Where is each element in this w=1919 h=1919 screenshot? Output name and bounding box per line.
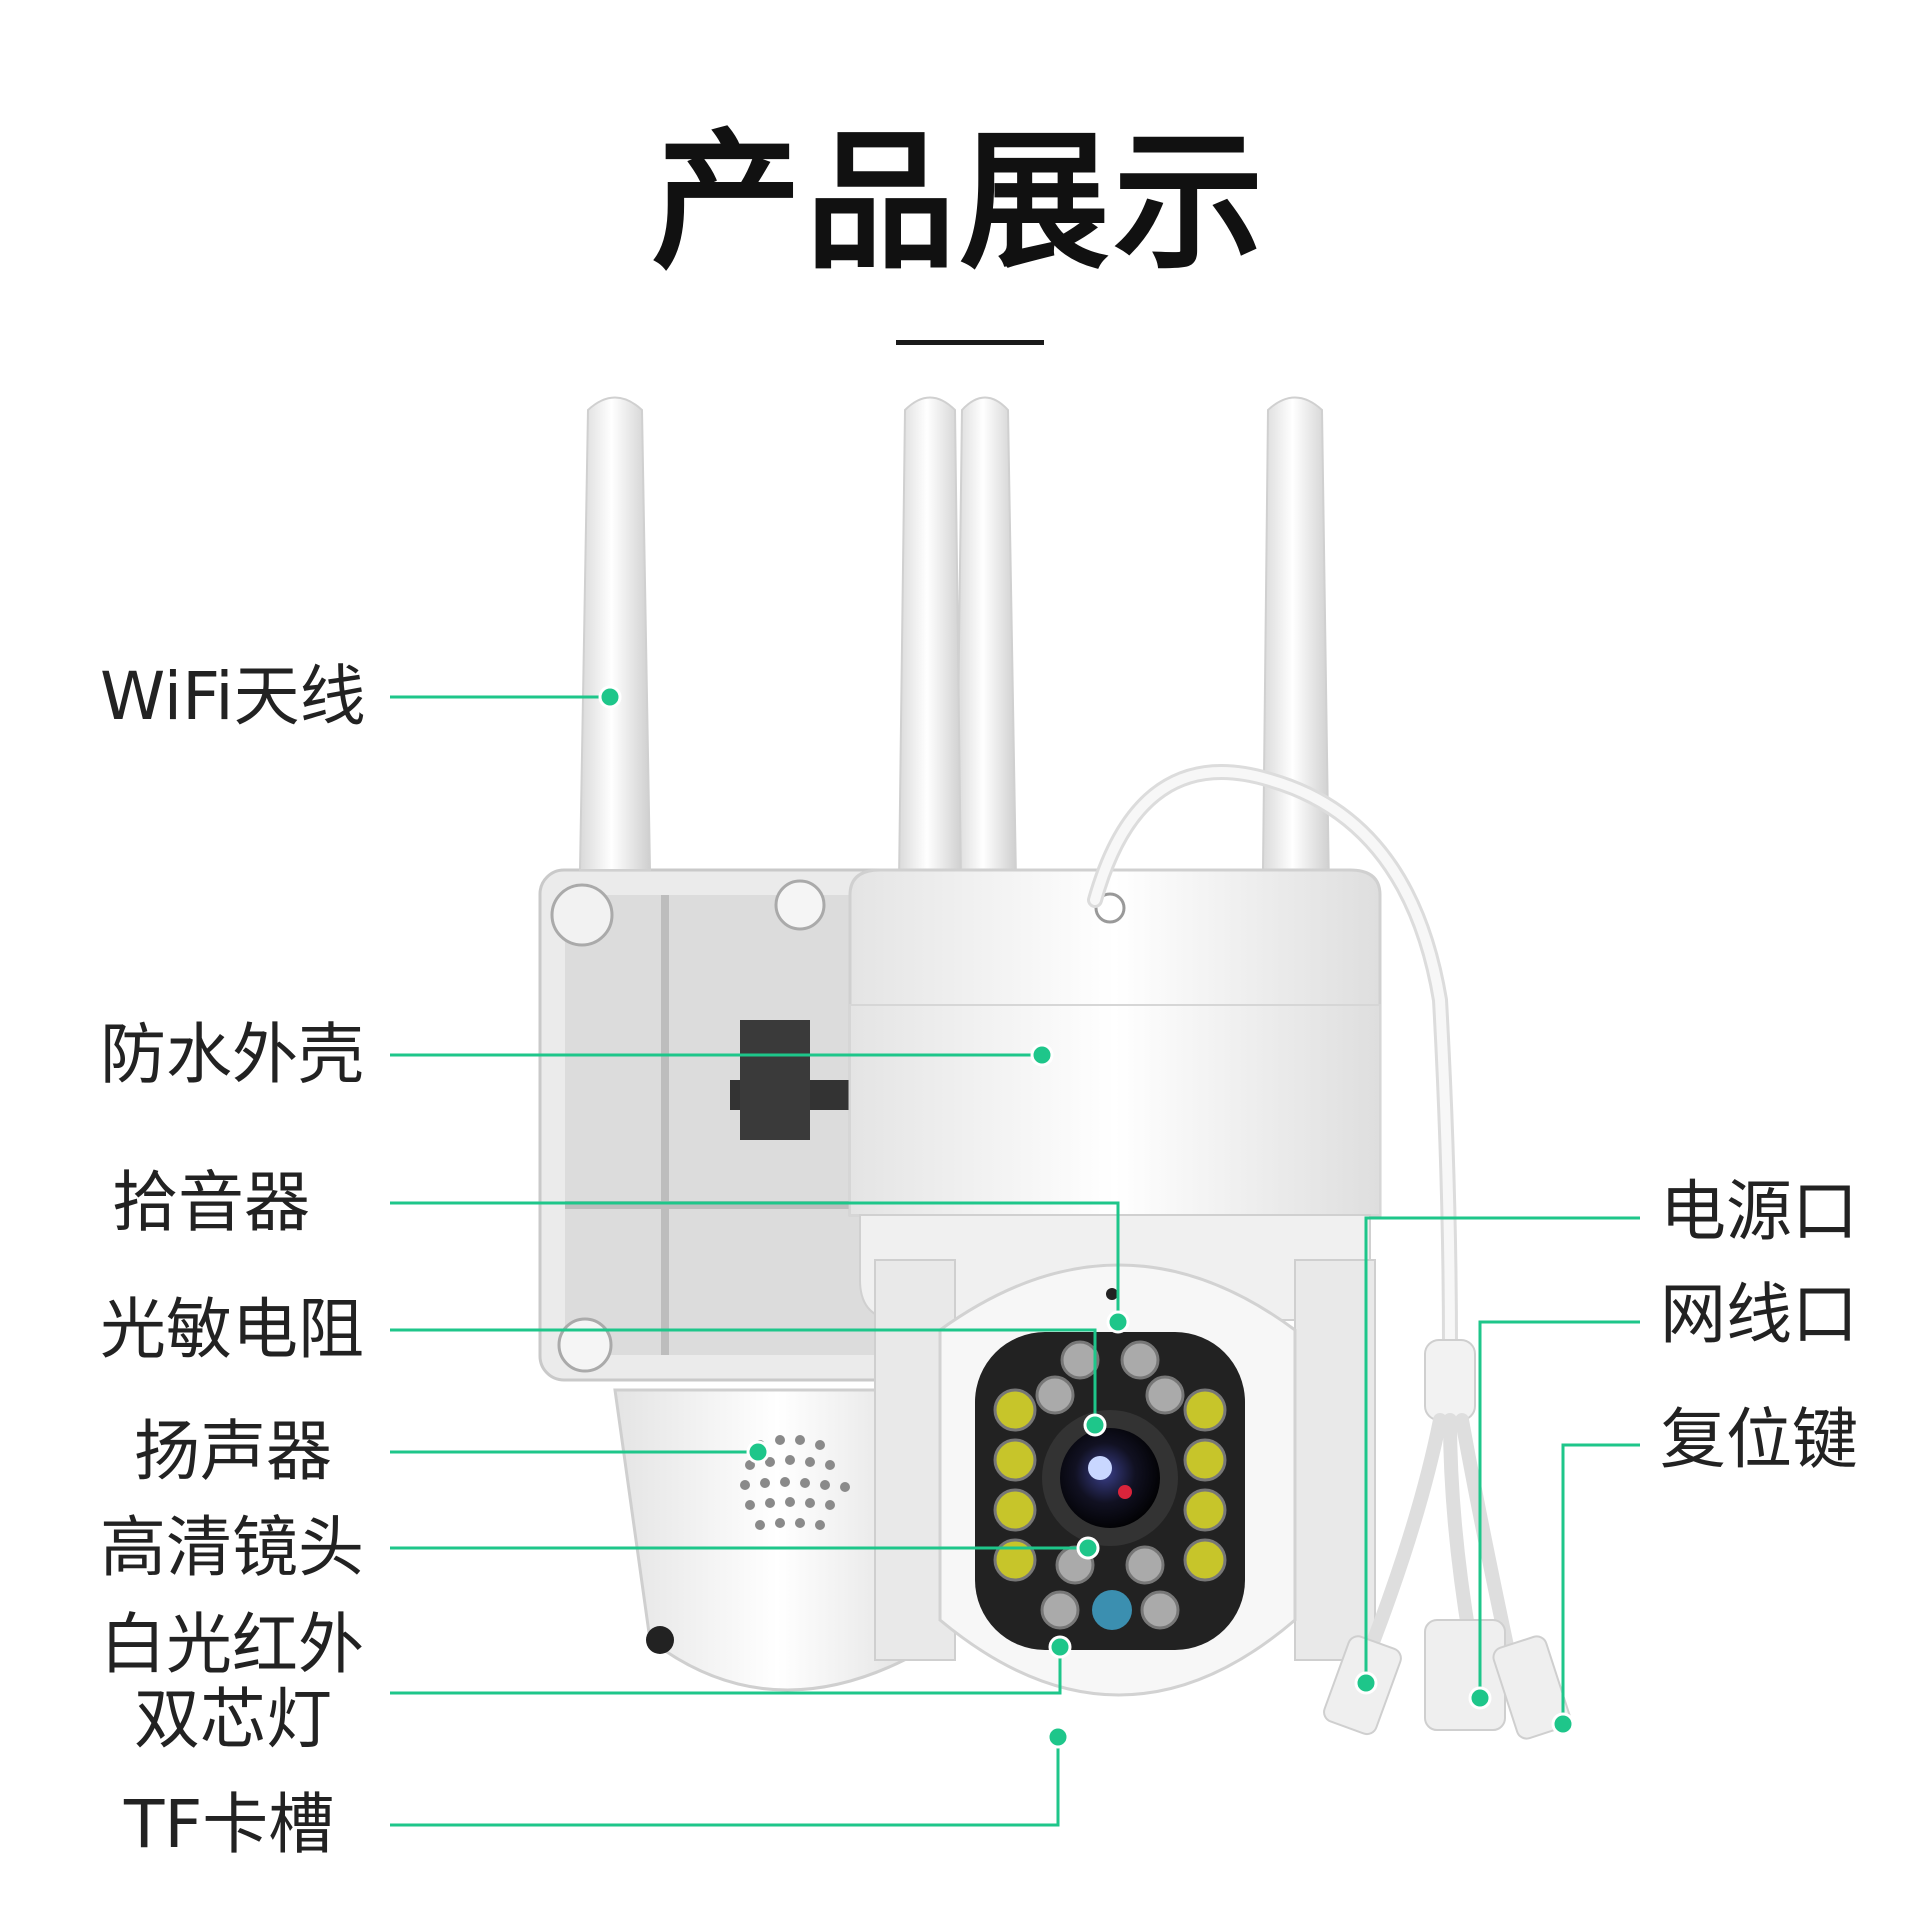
label-dual-light-line2: 双芯灯 [134,1681,332,1758]
label-tf-slot: TF卡槽 [124,1786,335,1863]
label-speaker: 扬声器 [134,1413,332,1490]
label-photoresistor: 光敏电阻 [100,1291,364,1368]
leader-dots [598,685,1575,1749]
page-title: 产品展示 [651,116,1268,290]
label-dual-light-line1: 白光红外 [100,1606,364,1683]
antennas [578,396,1332,961]
label-network-port: 网线口 [1660,1276,1858,1353]
leader-lines [390,695,1640,1827]
label-microphone: 拾音器 [112,1164,310,1241]
label-wifi-antenna: WiFi天线 [100,658,366,735]
label-reset-button: 复位键 [1660,1401,1858,1478]
front-camera-unit [848,868,1382,1697]
speaker-grille [740,1435,850,1530]
led-array [993,1340,1227,1630]
label-power-port: 电源口 [1660,1173,1858,1250]
label-hd-lens: 高清镜头 [100,1509,364,1586]
label-waterproof-shell: 防水外壳 [100,1016,364,1093]
title-underline [896,340,1044,345]
